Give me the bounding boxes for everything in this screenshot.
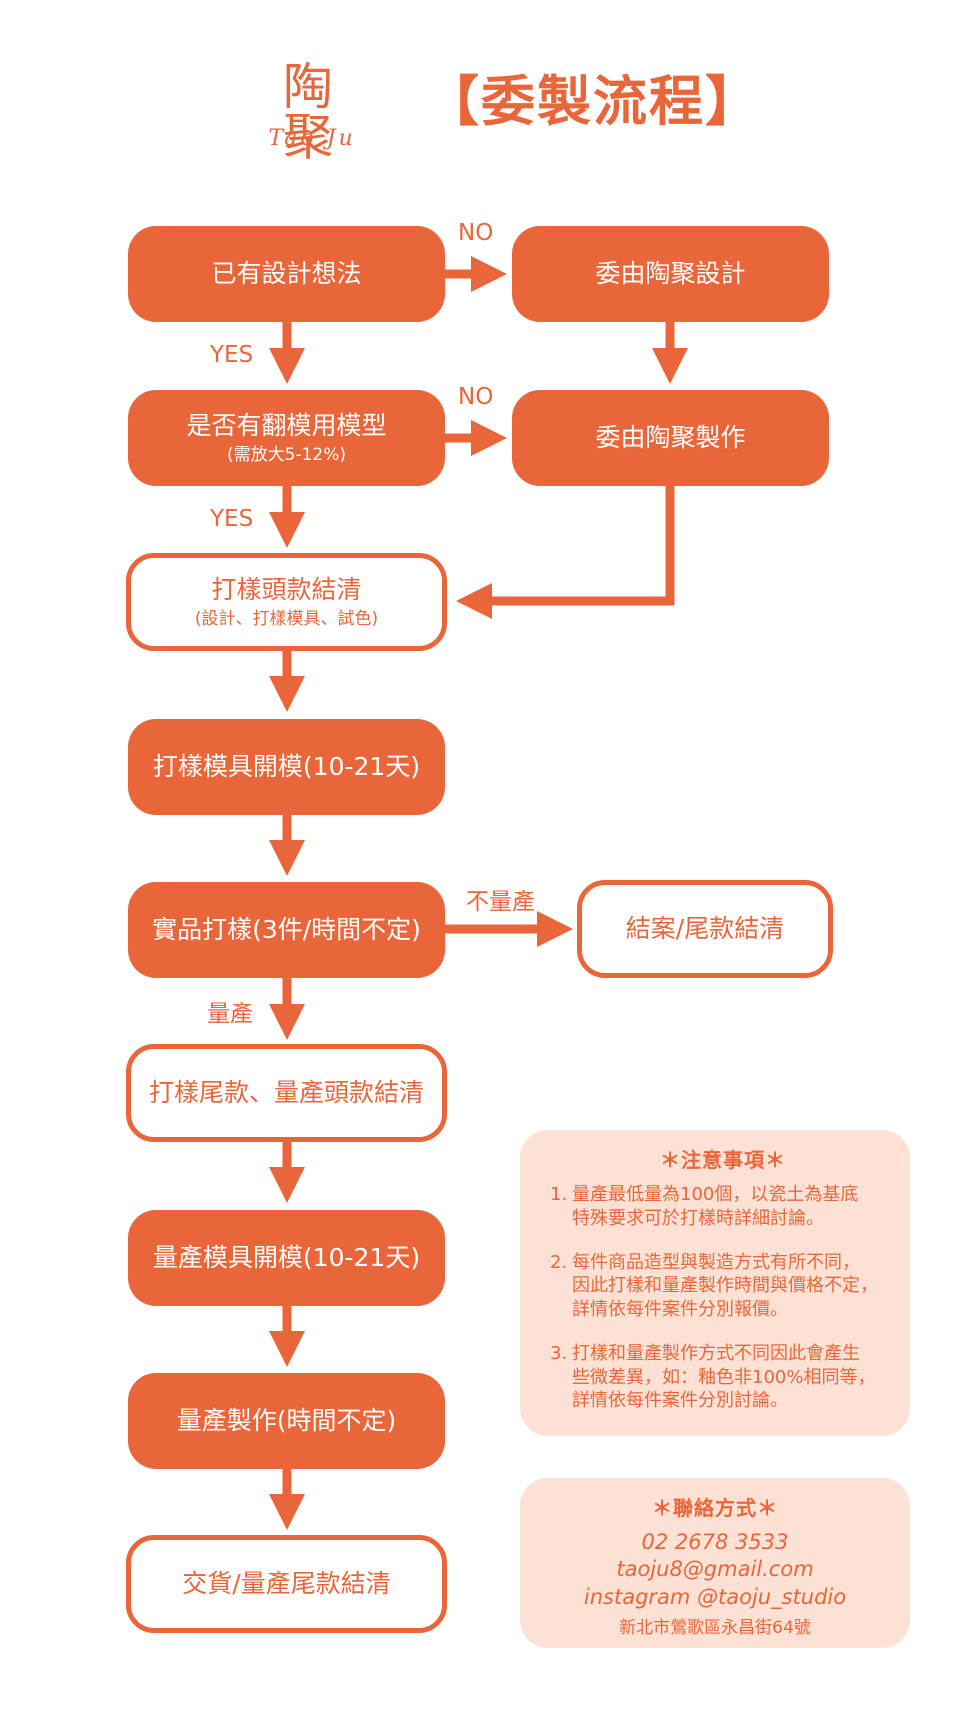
note-line: 每件商品造型與製造方式有所不同， xyxy=(572,1251,860,1273)
edge-label-no-1: NO xyxy=(458,220,494,246)
note-text: 打樣和量產製作方式不同因此會產生 些微差異，如：釉色非100%相同等， 詳情依每… xyxy=(572,1342,875,1413)
node-mass-make: 量產製作(時間不定) xyxy=(128,1373,445,1469)
node-close-case-label: 結案/尾款結清 xyxy=(625,914,785,944)
node-has-mold-model: 是否有翻模用模型 (需放大5-12%) xyxy=(128,390,445,486)
note-line: 因此打樣和量產製作時間與價格不定， xyxy=(572,1275,878,1297)
note-text: 每件商品造型與製造方式有所不同， 因此打樣和量產製作時間與價格不定， 詳情依每件… xyxy=(572,1251,878,1322)
note-item: 3. 打樣和量產製作方式不同因此會產生 些微差異，如：釉色非100%相同等， 詳… xyxy=(550,1342,896,1413)
arrow-make-to-deposit xyxy=(456,486,675,619)
notes-panel: ＊注意事項＊ 1. 量產最低量為100個，以瓷土為基底 特殊要求可於打樣時詳細討… xyxy=(520,1130,910,1436)
edge-label-no-2: NO xyxy=(458,384,494,410)
node-sample-deposit: 打樣頭款結清 (設計、打樣模具、試色) xyxy=(126,553,447,651)
node-mass-deposit: 打樣尾款、量產頭款結清 xyxy=(126,1044,447,1142)
edge-label-yes-1: YES xyxy=(210,342,254,368)
node-have-idea: 已有設計想法 xyxy=(128,226,445,322)
note-line: 詳情依每件案件分別討論。 xyxy=(572,1390,788,1412)
note-line: 打樣和量產製作方式不同因此會產生 xyxy=(572,1342,860,1364)
note-number: 3. xyxy=(550,1342,568,1364)
contact-address: 新北市鶯歌區永昌街64號 xyxy=(619,1617,811,1638)
node-commission-make: 委由陶聚製作 xyxy=(512,390,829,486)
page-title: 【委製流程】 xyxy=(425,70,761,133)
contact-title: ＊聯絡方式＊ xyxy=(652,1496,778,1520)
node-mass-make-label: 量產製作(時間不定) xyxy=(176,1406,397,1436)
note-number: 2. xyxy=(550,1251,568,1273)
node-commission-design: 委由陶聚設計 xyxy=(512,226,829,322)
notes-title: ＊注意事項＊ xyxy=(660,1148,786,1172)
note-text: 量產最低量為100個，以瓷土為基底 特殊要求可於打樣時詳細討論。 xyxy=(572,1183,858,1231)
node-close-case: 結案/尾款結清 xyxy=(577,880,833,978)
edge-label-no-mass: 不量產 xyxy=(466,889,535,915)
node-sample-deposit-note: (設計、打樣模具、試色) xyxy=(194,609,379,629)
node-has-mold-model-note: (需放大5-12%) xyxy=(227,445,346,465)
node-commission-make-label: 委由陶聚製作 xyxy=(595,423,746,453)
note-line: 些微差異，如：釉色非100%相同等， xyxy=(572,1366,876,1388)
node-sample-mold-label: 打樣模具開模(10-21天) xyxy=(152,752,421,782)
brand-name-en: Tao Ju xyxy=(268,126,356,151)
note-item: 1. 量產最低量為100個，以瓷土為基底 特殊要求可於打樣時詳細討論。 xyxy=(550,1183,896,1231)
node-mass-mold: 量產模具開模(10-21天) xyxy=(128,1210,445,1306)
note-number: 1. xyxy=(550,1184,568,1205)
note-line: 特殊要求可於打樣時詳細討論。 xyxy=(572,1207,824,1229)
brand-name-cn: 陶聚 xyxy=(283,58,337,166)
contact-email: taoju8@gmail.com xyxy=(616,1557,814,1582)
note-line: 詳情依每件案件分別報價。 xyxy=(572,1299,788,1320)
node-commission-design-label: 委由陶聚設計 xyxy=(595,259,746,289)
edge-label-mass: 量產 xyxy=(207,1001,253,1027)
node-has-mold-model-label: 是否有翻模用模型 xyxy=(186,410,387,440)
edge-label-yes-2: YES xyxy=(210,506,254,532)
node-delivery-label: 交貨/量產尾款結清 xyxy=(182,1569,391,1599)
node-have-idea-label: 已有設計想法 xyxy=(211,259,362,289)
node-mass-deposit-label: 打樣尾款、量產頭款結清 xyxy=(148,1078,424,1108)
node-sample-mold: 打樣模具開模(10-21天) xyxy=(128,719,445,815)
node-sample-make-label: 實品打樣(3件/時間不定) xyxy=(152,915,421,945)
contact-phone: 02 2678 3533 xyxy=(641,1530,789,1554)
node-delivery: 交貨/量產尾款結清 xyxy=(126,1535,447,1633)
note-line: 量產最低量為100個，以瓷土為基底 xyxy=(572,1184,859,1205)
node-sample-deposit-label: 打樣頭款結清 xyxy=(211,574,362,604)
contact-panel: ＊聯絡方式＊ 02 2678 3533 taoju8@gmail.com ins… xyxy=(520,1478,910,1648)
node-mass-mold-label: 量產模具開模(10-21天) xyxy=(152,1243,421,1273)
node-sample-make: 實品打樣(3件/時間不定) xyxy=(128,882,445,978)
note-item: 2. 每件商品造型與製造方式有所不同， 因此打樣和量產製作時間與價格不定， 詳情… xyxy=(550,1251,896,1322)
contact-instagram: instagram @taoju_studio xyxy=(583,1584,847,1609)
